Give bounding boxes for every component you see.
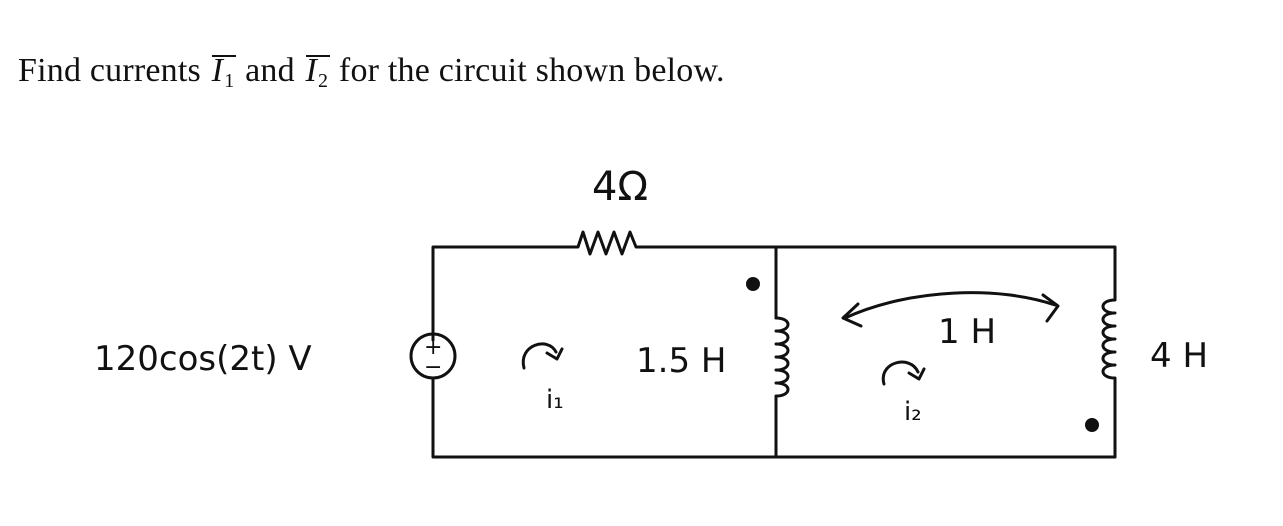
- wire-top-right: [662, 245, 1117, 290]
- inductor-right-label: 4 H: [1150, 336, 1208, 376]
- current-i2-subscript: 2: [318, 70, 329, 92]
- mesh2-label: i₂: [904, 397, 922, 427]
- mutual-arrowhead-left: [841, 302, 863, 328]
- statement-prefix: Find currents: [18, 52, 210, 89]
- wire-bottom: [431, 378, 1117, 459]
- current-i1-letter: I: [211, 52, 224, 89]
- inductor-right-coil: [1101, 286, 1117, 459]
- mesh1-arrow: [521, 342, 558, 370]
- statement-conjunction: and: [236, 52, 304, 89]
- source-label: 120cos(2t) V: [94, 339, 312, 379]
- current-i2-symbol: I2: [304, 52, 331, 93]
- mutual-coupling-arc: [843, 291, 1057, 320]
- source-minus-sign: −: [424, 355, 442, 380]
- polarity-dot-right: [1085, 418, 1099, 432]
- mesh1-label: i₁: [546, 385, 564, 415]
- mesh2-arrow: [881, 360, 920, 386]
- current-i1-symbol: I1: [210, 52, 237, 93]
- mesh2-arrowhead: [907, 367, 926, 381]
- resistor-symbol: [566, 230, 666, 256]
- problem-statement: Find currents I1 and I2 for the circuit …: [18, 52, 725, 93]
- statement-suffix: for the circuit shown below.: [330, 52, 725, 89]
- voltage-source: [409, 332, 457, 380]
- inductor-left-coil: [774, 316, 790, 402]
- phasor-bar: [211, 55, 237, 57]
- inductor-left-label: 1.5 H: [636, 341, 726, 381]
- polarity-dot-left: [746, 277, 760, 291]
- current-i1-subscript: 1: [224, 70, 235, 92]
- current-i2-letter: I: [305, 52, 318, 89]
- wire-top-left: [431, 245, 570, 342]
- mutual-arrowhead-right: [1041, 293, 1060, 323]
- source-plus-sign: +: [424, 335, 442, 360]
- phasor-bar: [305, 55, 331, 57]
- mutual-inductance-label: 1 H: [938, 312, 996, 352]
- mesh1-arrowhead: [545, 347, 564, 361]
- resistor-label: 4Ω: [592, 164, 648, 210]
